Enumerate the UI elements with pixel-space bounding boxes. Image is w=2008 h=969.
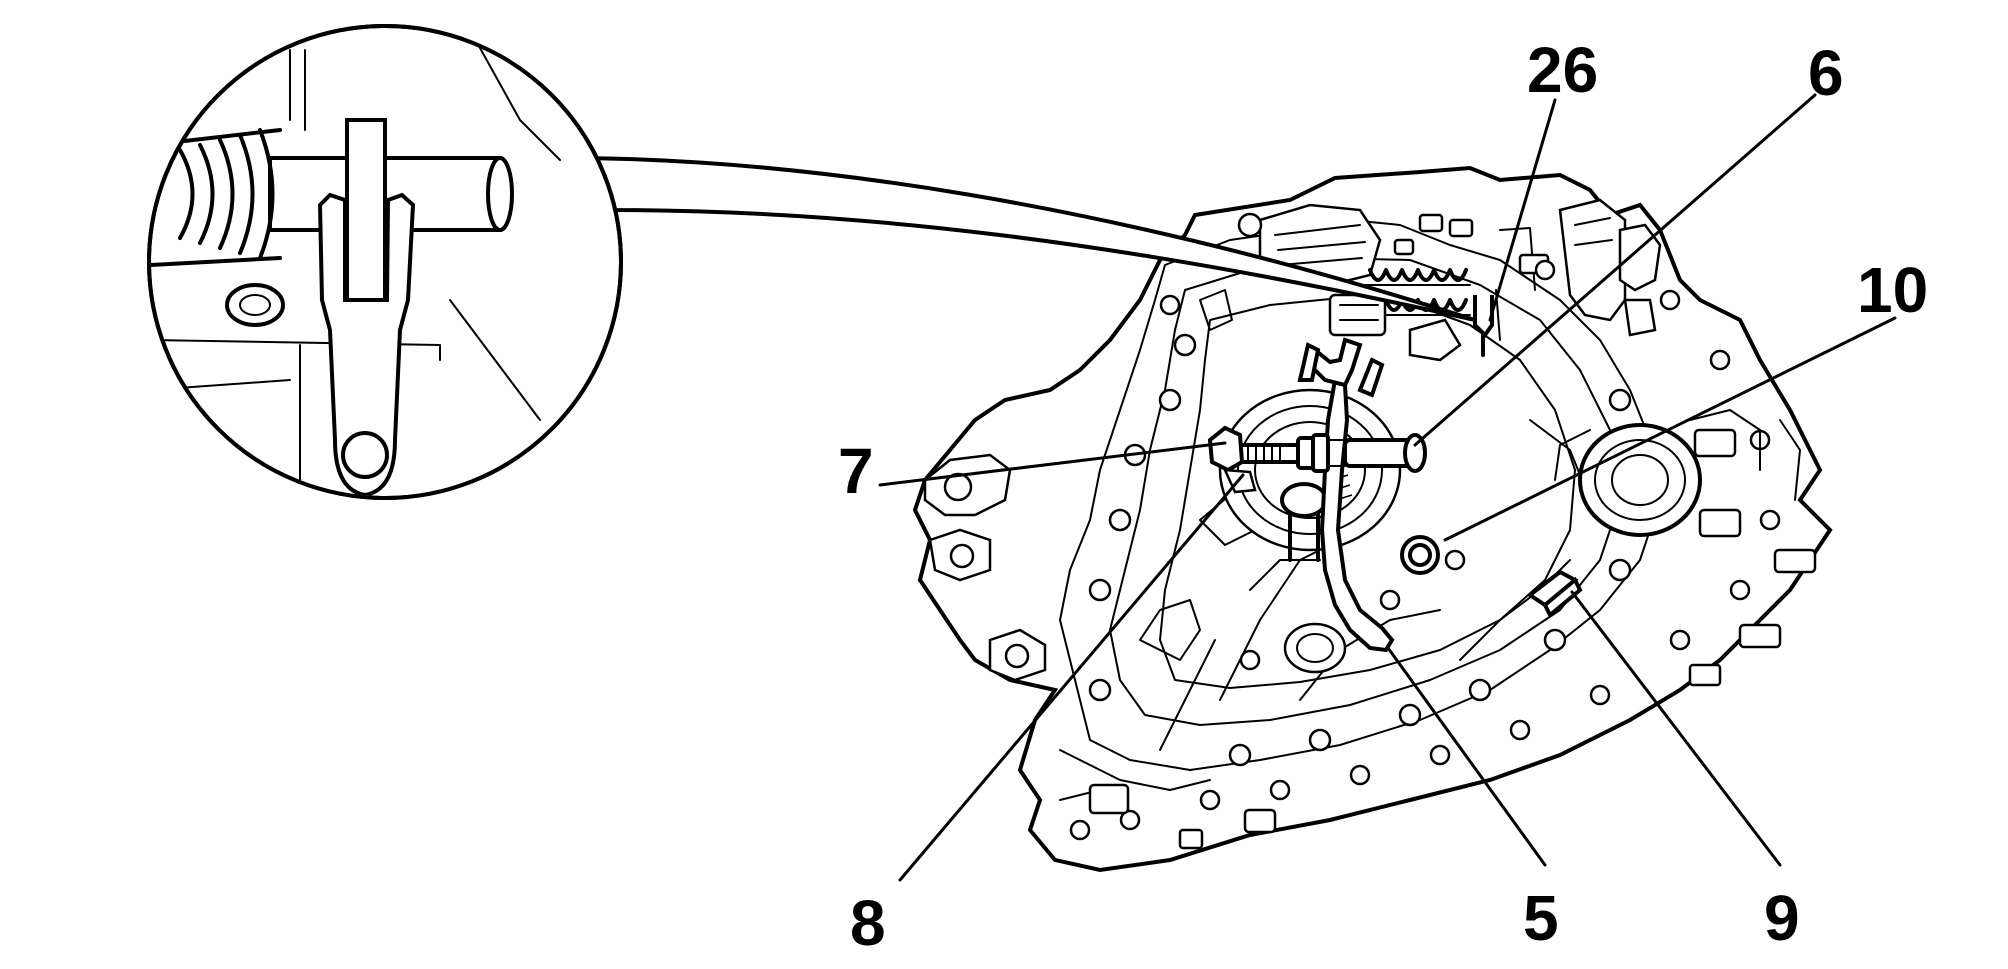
leader-lines — [878, 93, 1897, 882]
callout-7: 7 — [838, 435, 874, 507]
clutch-fork-5 — [1297, 337, 1395, 653]
gearbox-housing — [912, 165, 1833, 873]
callout-26: 26 — [1527, 34, 1598, 106]
callout-9: 9 — [1764, 882, 1800, 954]
detail-magnifier — [147, 24, 1476, 500]
callout-8: 8 — [850, 887, 886, 959]
callout-5: 5 — [1523, 882, 1559, 954]
callout-10: 10 — [1857, 254, 1928, 326]
pivot-shaft-6 — [1329, 433, 1427, 473]
differential-bore — [1554, 409, 1761, 538]
ball-stud-7 — [1207, 425, 1330, 473]
shift-mechanism — [1258, 203, 1550, 362]
pin-9 — [1526, 569, 1583, 619]
callout-labels: 26 6 10 7 8 5 9 — [838, 34, 1928, 959]
callout-6: 6 — [1808, 37, 1844, 109]
